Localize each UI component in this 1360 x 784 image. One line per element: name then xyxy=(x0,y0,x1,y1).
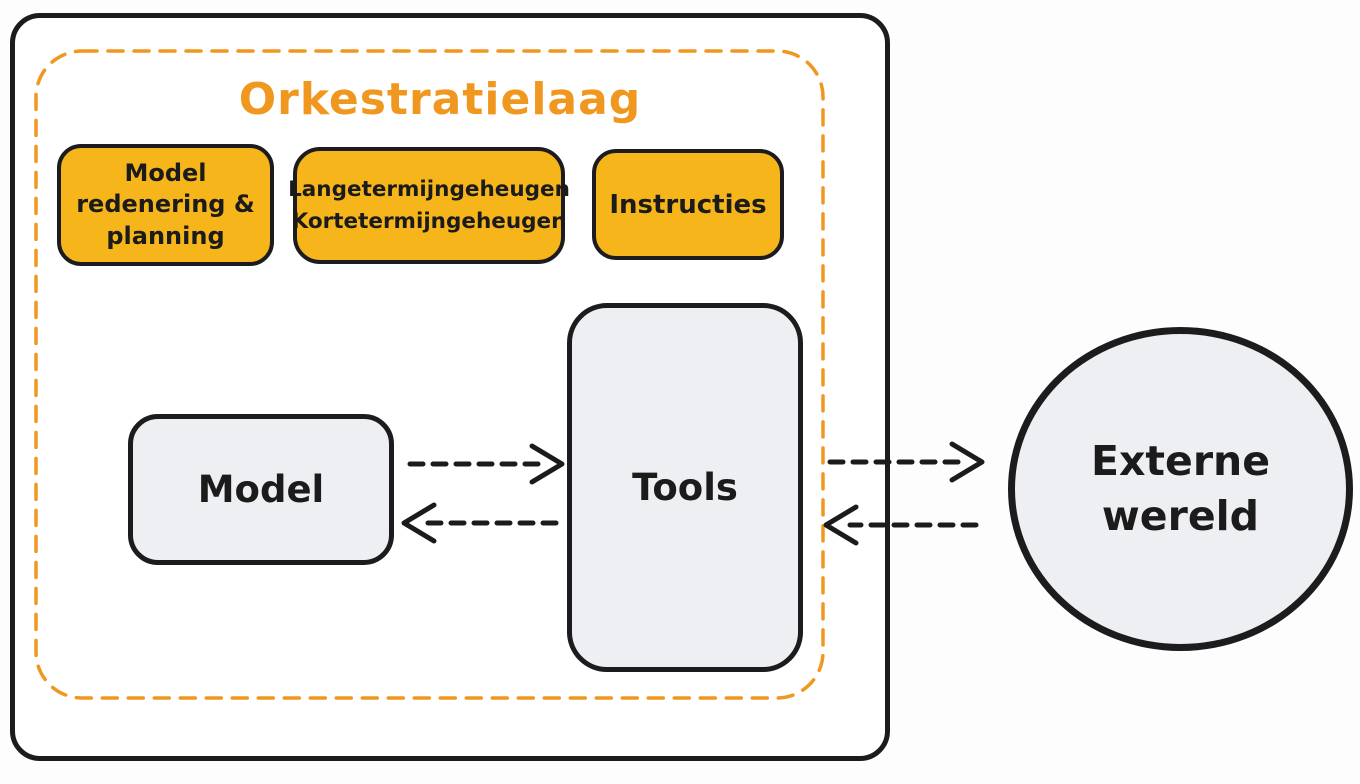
model-reasoning-planning-label: Model redenering & planning xyxy=(76,159,255,250)
orchestration-layer-title: Orkestratielaag xyxy=(238,73,642,125)
instructions-label: Instructies xyxy=(609,189,767,220)
memory-node: Langetermijngeheugen Kortetermijngeheuge… xyxy=(288,147,570,264)
instructions-node: Instructies xyxy=(592,149,784,260)
tools-node: Tools xyxy=(567,303,803,672)
model-node: Model xyxy=(128,414,394,565)
memory-label: Langetermijngeheugen Kortetermijngeheuge… xyxy=(288,177,570,234)
model-label: Model xyxy=(197,468,325,511)
external-world-node: Externe wereld xyxy=(1008,327,1353,651)
external-world-label: Externe wereld xyxy=(1090,436,1271,540)
model-reasoning-planning-node: Model redenering & planning xyxy=(57,144,274,266)
tools-label: Tools xyxy=(632,466,738,509)
